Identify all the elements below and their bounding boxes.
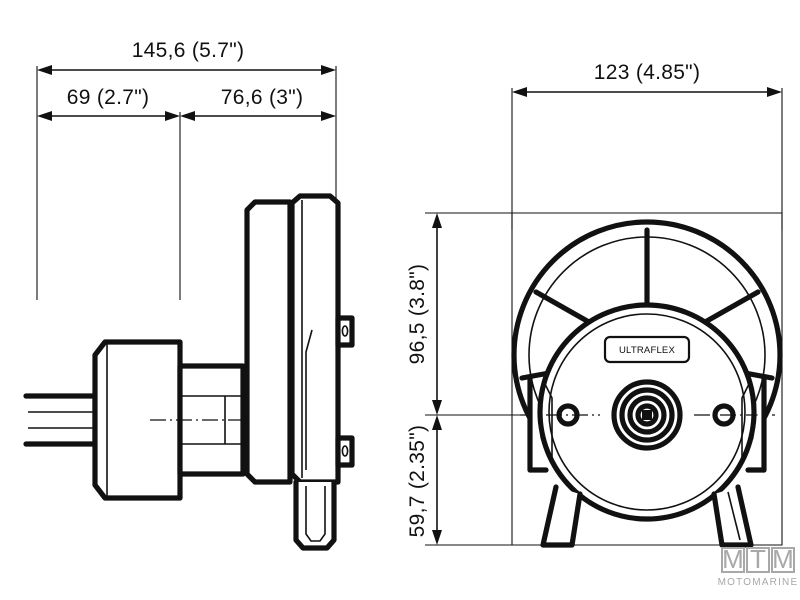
front-view-drawing: ULTRAFLEX — [511, 212, 783, 548]
bezel-mounting-tab-lower — [335, 435, 355, 468]
watermark-caption: MOTOMARINE — [718, 577, 799, 588]
arrowhead-left-width — [512, 87, 527, 97]
arrowhead-bottom-lower — [432, 530, 442, 545]
side-view-drawing — [23, 193, 355, 551]
cable-shaft-outline — [23, 393, 98, 447]
rear-bracket-left — [527, 375, 549, 473]
arrowhead-right-width — [767, 87, 782, 97]
dimension-label-overall-length: 145,6 (5.7") — [132, 39, 245, 62]
front-mounting-leg-left — [540, 484, 583, 548]
helm-drum-inner — [548, 313, 746, 511]
bezel-tab-hole-upper — [341, 325, 349, 337]
dimension-label-segment-front: 69 (2.7") — [67, 86, 150, 109]
helm-body-flange — [92, 339, 183, 501]
arrowhead-top-upper — [432, 213, 442, 228]
bezel-tab-hole-lower — [341, 445, 349, 457]
watermark-box-1 — [721, 547, 745, 573]
watermark-box-2 — [746, 547, 770, 573]
watermark-box-3 — [771, 547, 795, 573]
shaft-hub — [611, 379, 683, 451]
watermark-letter-3: M — [772, 544, 794, 574]
watermark-motomarine: M T M MOTOMARINE — [718, 544, 799, 588]
side-view-mounting-leg — [293, 479, 337, 551]
arrowhead-left-rear — [180, 111, 195, 121]
side-view-dimensions: 145,6 (5.7") 69 (2.7") 76,6 (3") — [36, 39, 337, 300]
rear-housing — [244, 199, 293, 485]
arrowhead-right-front — [165, 111, 180, 121]
dimension-label-overall-width: 123 (4.85") — [594, 61, 701, 84]
front-view-boundary-box — [511, 212, 783, 546]
bezel-mounting-tab-upper — [335, 315, 355, 348]
front-mounting-leg-right — [711, 484, 754, 548]
hub-shaft-square — [642, 410, 652, 420]
rear-bracket-right-inner — [741, 379, 752, 462]
dimension-label-segment-rear: 76,6 (3") — [221, 86, 304, 109]
arrowhead-right-rear — [321, 111, 336, 121]
arrowhead-left-overall — [37, 65, 52, 75]
dimension-label-height-upper: 96,5 (3.8") — [406, 264, 429, 365]
watermark-letter-2: T — [750, 544, 766, 574]
brand-badge-frame — [603, 335, 691, 364]
rear-bracket-right — [745, 375, 767, 473]
arrowhead-right-overall — [321, 65, 336, 75]
dimension-label-height-lower: 59,7 (2.35") — [406, 425, 429, 538]
side-view-leg-inner — [305, 486, 326, 542]
rear-bracket-left-inner — [542, 379, 553, 462]
front-view-dimensions: 123 (4.85") 96,5 (3.8") 59,7 (2.35") — [406, 61, 783, 546]
arrowhead-bottom-upper — [432, 400, 442, 415]
watermark-letter-1: M — [722, 544, 744, 574]
brand-badge-label: ULTRAFLEX — [619, 345, 675, 356]
arrowhead-top-lower — [432, 415, 442, 430]
front-leg-right-inner — [727, 491, 741, 541]
bezel-taper-line — [305, 329, 313, 470]
arrowhead-left-front — [37, 111, 52, 121]
dash-bezel-plate — [289, 193, 341, 485]
